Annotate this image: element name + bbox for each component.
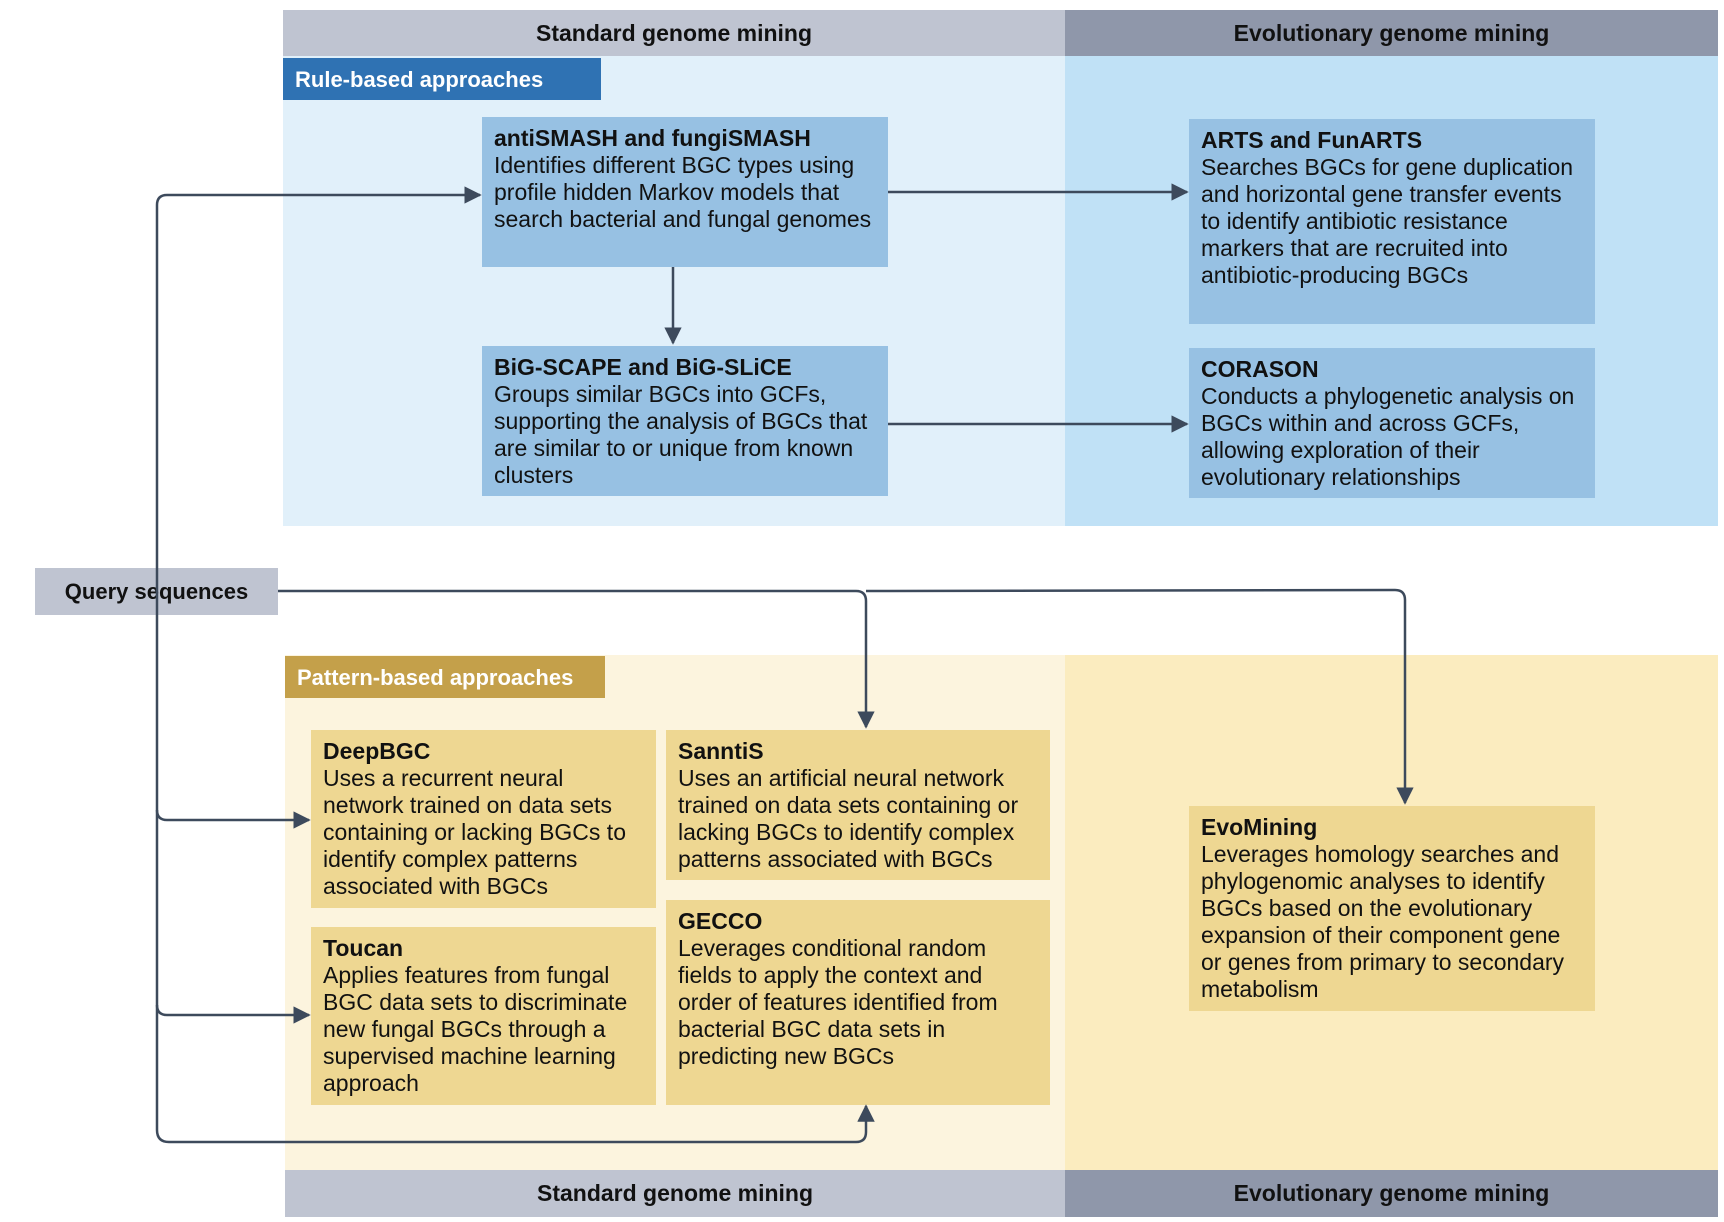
corason-description: Conducts a phylogenetic analysis on BGCs… <box>1201 383 1575 490</box>
arrow-query-to-sanntis <box>278 589 875 729</box>
arts-box: ARTS and FunARTS Searches BGCs for gene … <box>1189 119 1595 324</box>
arrow-to-toucan <box>155 1004 311 1024</box>
bigscape-box: BiG-SCAPE and BiG-SLiCE Groups similar B… <box>482 346 888 496</box>
toucan-title: Toucan <box>323 935 404 961</box>
corason-box: CORASON Conducts a phylogenetic analysis… <box>1189 348 1595 498</box>
sanntis-title: SanntiS <box>678 738 764 764</box>
toucan-box: Toucan Applies features from fungal BGC … <box>311 927 656 1105</box>
deepbgc-title: DeepBGC <box>323 738 431 764</box>
gecco-title: GECCO <box>678 908 763 934</box>
arrow-query-to-evomining <box>865 588 1414 805</box>
deepbgc-description: Uses a recurrent neural network trained … <box>323 765 626 899</box>
top-band-evolutionary: Evolutionary genome mining <box>1065 10 1718 56</box>
trunk-line <box>155 186 482 206</box>
corason-title: CORASON <box>1201 356 1319 382</box>
antismash-title: antiSMASH and fungiSMASH <box>494 125 811 151</box>
bottom-band-evolutionary: Evolutionary genome mining <box>1065 1170 1718 1217</box>
toucan-description: Applies features from fungal BGC data se… <box>323 962 628 1096</box>
arts-description: Searches BGCs for gene duplication and h… <box>1201 154 1574 288</box>
arts-title: ARTS and FunARTS <box>1201 127 1423 153</box>
sanntis-box: SanntiS Uses an artificial neural networ… <box>666 730 1050 880</box>
sanntis-description: Uses an artificial neural network traine… <box>678 765 1019 872</box>
bigscape-title: BiG-SCAPE and BiG-SLiCE <box>494 354 792 380</box>
gecco-description: Leverages conditional random fields to a… <box>678 935 998 1069</box>
rule-based-tag: Rule-based approaches <box>283 58 601 100</box>
deepbgc-box: DeepBGC Uses a recurrent neural network … <box>311 730 656 908</box>
evomining-description: Leverages homology searches and phylogen… <box>1201 841 1565 1002</box>
bottom-band-standard: Standard genome mining <box>285 1170 1065 1217</box>
antismash-description: Identifies different BGC types using pro… <box>494 152 872 232</box>
gecco-box: GECCO Leverages conditional random field… <box>666 900 1050 1105</box>
antismash-box: antiSMASH and fungiSMASH Identifies diff… <box>482 117 888 267</box>
bigscape-description: Groups similar BGCs into GCFs, supportin… <box>494 381 868 488</box>
pattern-based-tag: Pattern-based approaches <box>285 656 605 698</box>
trunk-vertical <box>155 205 875 1144</box>
evomining-title: EvoMining <box>1201 814 1318 840</box>
top-band-standard: Standard genome mining <box>283 10 1065 56</box>
arrow-to-deepbgc <box>155 809 311 829</box>
evomining-box: EvoMining Leverages homology searches an… <box>1189 806 1595 1011</box>
